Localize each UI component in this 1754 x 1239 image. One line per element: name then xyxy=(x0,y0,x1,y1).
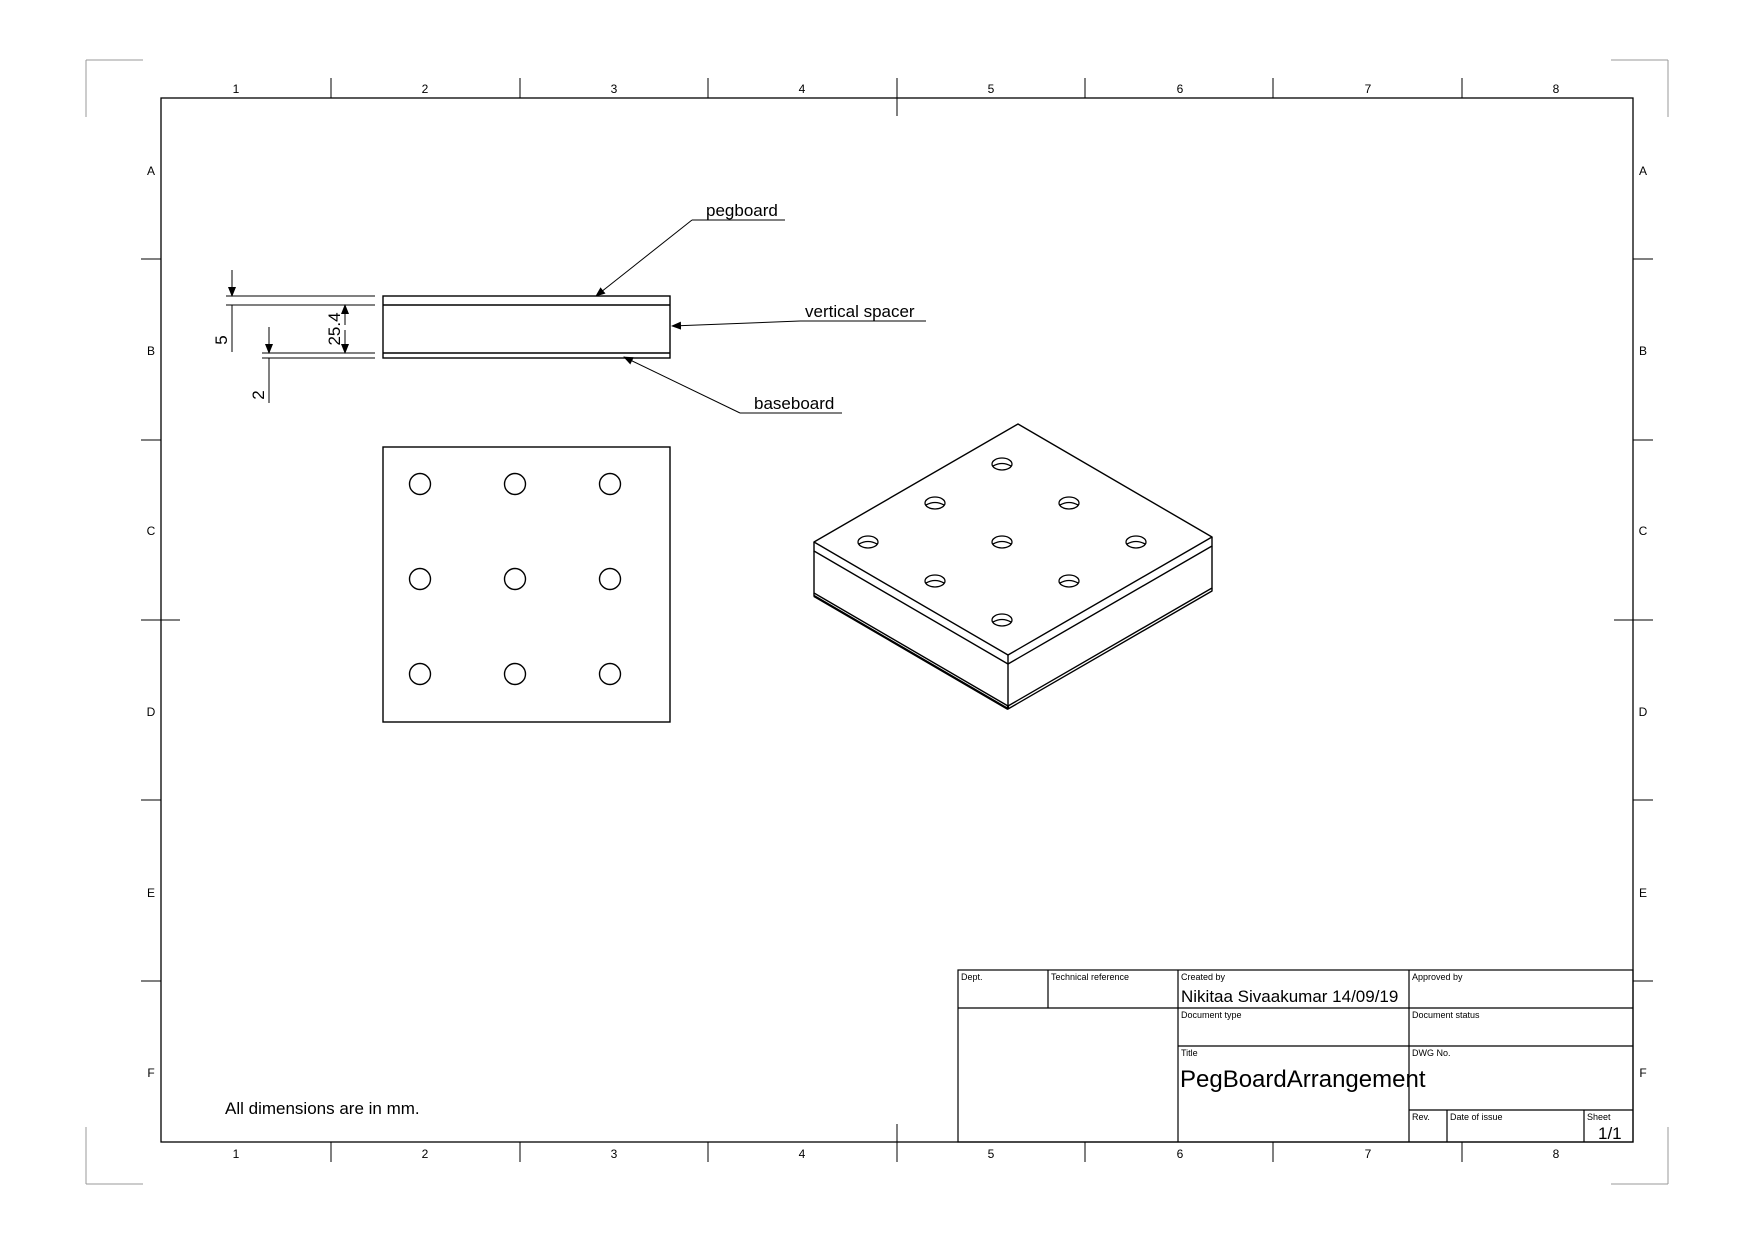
row-label: C xyxy=(1639,524,1648,538)
dim-baseboard-thickness: 2 xyxy=(249,390,268,399)
callout-vertical-spacer: vertical spacer xyxy=(671,302,926,330)
callout-pegboard: pegboard xyxy=(595,201,785,297)
col-label: 2 xyxy=(422,82,429,96)
row-label: B xyxy=(1639,344,1647,358)
date-of-issue-label: Date of issue xyxy=(1450,1112,1503,1122)
callout-baseboard: baseboard xyxy=(623,356,842,414)
column-ticks xyxy=(330,78,1463,1162)
dim-spacer-height: 25.4 xyxy=(325,312,344,345)
row-labels-left: A B C D E F xyxy=(147,164,156,1080)
col-label: 6 xyxy=(1177,1147,1184,1161)
col-label: 3 xyxy=(611,1147,618,1161)
title-label: Title xyxy=(1181,1048,1198,1058)
col-label: 1 xyxy=(233,82,240,96)
rev-label: Rev. xyxy=(1412,1112,1430,1122)
col-label: 7 xyxy=(1365,82,1372,96)
col-label: 8 xyxy=(1553,1147,1560,1161)
row-label: A xyxy=(147,164,155,178)
row-label: B xyxy=(147,344,155,358)
side-view xyxy=(382,295,671,359)
col-label: 6 xyxy=(1177,82,1184,96)
approved-by-label: Approved by xyxy=(1412,972,1463,982)
col-label: 4 xyxy=(799,1147,806,1161)
row-label: D xyxy=(1639,705,1648,719)
col-label: 4 xyxy=(799,82,806,96)
col-label: 3 xyxy=(611,82,618,96)
row-label: E xyxy=(147,886,155,900)
dim-pegboard-thickness: 5 xyxy=(212,335,231,344)
drawing-frame xyxy=(160,97,1634,1143)
col-label: 8 xyxy=(1553,82,1560,96)
col-label: 5 xyxy=(988,1147,995,1161)
sheet-value: 1/1 xyxy=(1598,1124,1622,1143)
col-label: 2 xyxy=(422,1147,429,1161)
technical-reference-label: Technical reference xyxy=(1051,972,1129,982)
dwg-no-label: DWG No. xyxy=(1412,1048,1451,1058)
column-labels-top: 1 2 3 4 5 6 7 8 xyxy=(233,82,1560,96)
title-block xyxy=(957,969,1634,1143)
col-label: 7 xyxy=(1365,1147,1372,1161)
title-block-text: Dept. Technical reference Created by Nik… xyxy=(961,972,1622,1143)
document-status-label: Document status xyxy=(1412,1010,1480,1020)
col-label: 5 xyxy=(988,82,995,96)
created-by-value: Nikitaa Sivaakumar 14/09/19 xyxy=(1181,987,1398,1006)
corner-marks xyxy=(85,59,1669,1185)
dimension-lines xyxy=(226,270,375,403)
dept-label: Dept. xyxy=(961,972,983,982)
dimensions-note: All dimensions are in mm. xyxy=(225,1099,420,1118)
document-type-label: Document type xyxy=(1181,1010,1242,1020)
col-label: 1 xyxy=(233,1147,240,1161)
callout-pegboard-label: pegboard xyxy=(706,201,778,220)
callout-vertical-spacer-label: vertical spacer xyxy=(805,302,915,321)
column-labels-bottom: 1 2 3 4 5 6 7 8 xyxy=(233,1147,1560,1161)
row-label: A xyxy=(1639,164,1647,178)
sheet-label: Sheet xyxy=(1587,1112,1611,1122)
row-label: D xyxy=(147,705,156,719)
drawing-title: PegBoardArrangement xyxy=(1180,1066,1426,1093)
row-label: E xyxy=(1639,886,1647,900)
callout-baseboard-label: baseboard xyxy=(754,394,834,413)
row-labels-right: A B C D E F xyxy=(1639,164,1648,1080)
row-label: F xyxy=(147,1066,154,1080)
row-ticks xyxy=(141,258,1653,982)
row-label: C xyxy=(147,524,156,538)
pegboard-top-view-icon xyxy=(382,446,671,723)
row-label: F xyxy=(1639,1066,1646,1080)
created-by-label: Created by xyxy=(1181,972,1226,982)
pegboard-isometric-view-icon xyxy=(813,423,1213,710)
